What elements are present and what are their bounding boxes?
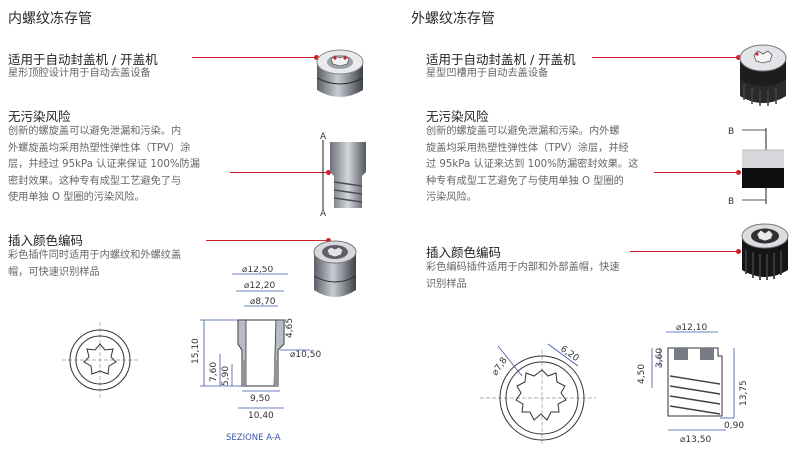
dim-total-height: 13,75 (739, 380, 749, 406)
dim-inner-height: 5,90 (221, 366, 231, 386)
body-line: 星型凹槽用于自动去盖设备 (426, 68, 549, 79)
internal-cap-section-drawing: ⌀12,50 ⌀12,20 ⌀8,70 4,65 ⌀10,50 15,10 7,… (191, 266, 321, 443)
dim-top-height: 4,65 (285, 318, 295, 338)
right-feature-2-title: 无污染风险 (426, 109, 489, 124)
left-section-title: 内螺纹冻存管 (8, 11, 92, 27)
callout-dot (326, 238, 331, 243)
left-feature-2-body: 创新的螺旋盖可以避免泄漏和污染。内 外螺旋盖均采用热塑性弹性体（TPV）涂 层，… (8, 124, 200, 207)
body-line: 密封效果。这种专有成型工艺避免了与 (8, 175, 182, 187)
dim-recess-depth: 3,60 (655, 348, 665, 368)
section-mark-a-top: A (320, 132, 327, 142)
right-feature-3-title: 插入颜色编码 (426, 245, 502, 260)
body-line: 创新的螺旋盖可以避免泄漏和污染。内 (8, 126, 182, 137)
external-thread-cap-top-render (739, 44, 787, 106)
body-line: 识别样品 (426, 278, 467, 290)
dim-bottom-od: 10,40 (248, 411, 274, 421)
right-feature-2-body: 创新的螺旋盖可以避免泄漏和污染。内外螺 旋盖均采用热塑性弹性体（TPV）涂层，并… (426, 124, 638, 207)
body-line: 种专有成型工艺避免了与使用单独 O 型圈的 (426, 175, 624, 187)
dim-thread-height: 7,60 (209, 362, 219, 382)
body-line: 层，并经过 95kPa 认证来保证 100%防漏 (8, 159, 200, 170)
callout-dot (736, 249, 741, 254)
left-feature-3-body: 彩色插件同时适用于内螺纹和外螺纹盖 帽，可快速识别样品 (8, 248, 181, 281)
internal-thread-cap-side-render: A A (320, 132, 366, 218)
internal-cap-top-view-drawing (62, 322, 138, 398)
right-feature-1-title: 适用于自动封盖机 / 开盖机 (426, 52, 576, 67)
callout-dot (736, 170, 741, 175)
left-feature-1-title: 适用于自动封盖机 / 开盖机 (8, 52, 158, 67)
internal-thread-cap-color-insert-render (313, 240, 357, 297)
section-mark-b-bottom: B (728, 197, 734, 207)
external-cap-top-view-drawing: ⌀7,8 6,20 (480, 343, 596, 444)
dim-bottom-id: 9,50 (250, 394, 270, 404)
left-feature-2-title: 无污染风险 (8, 109, 71, 124)
body-line: 帽，可快速识别样品 (8, 266, 100, 278)
callout-line (230, 172, 328, 173)
dim-star-od: ⌀8,70 (250, 297, 276, 307)
section-mark-a-bottom: A (320, 209, 327, 218)
dim-insert-height: 4,50 (637, 364, 647, 384)
dim-thread-od: ⌀10,50 (290, 350, 321, 360)
section-mark-b-top: B (728, 127, 734, 137)
right-feature-3-body: 彩色编码插件适用于内部和外部盖帽，快速 识别样品 (426, 260, 620, 293)
callout-dot (736, 55, 741, 60)
internal-thread-cap-top-render (316, 49, 364, 97)
dim-bottom-diameter: ⌀13,50 (680, 435, 711, 445)
dim-top-diameter: ⌀12,10 (676, 323, 707, 333)
external-cap-side-drawing: ⌀12,10 4,50 3,60 13,75 0,90 ⌀13,50 (637, 323, 749, 445)
callout-dot (326, 170, 331, 175)
dim-cap-id: ⌀12,20 (244, 281, 275, 291)
callout-line (192, 57, 317, 58)
section-label: SEZIONE A-A (226, 433, 281, 443)
left-feature-3-title: 插入颜色编码 (8, 233, 84, 248)
callout-line (206, 240, 328, 241)
body-line: 使用单独 O 型圈的污染风险。 (8, 192, 145, 203)
external-thread-cap-side-render: B B (728, 127, 784, 207)
body-line: 彩色编码插件适用于内部和外部盖帽，快速 (426, 262, 620, 273)
dim-cap-od: ⌀12,50 (242, 266, 273, 275)
body-line: 过 95kPa 认证来达到 100%防漏密封效果。这 (426, 159, 639, 170)
dim-bottom-gap: 0,90 (724, 421, 744, 431)
body-line: 彩色插件同时适用于内螺纹和外螺纹盖 (8, 250, 182, 261)
right-feature-1-body: 星型凹槽用于自动去盖设备 (426, 66, 548, 83)
dim-total-height: 15,10 (191, 338, 201, 364)
right-section-title: 外螺纹冻存管 (411, 11, 495, 27)
body-line: 星形顶腔设计用于自动去盖设备 (8, 68, 151, 79)
external-thread-cap-color-insert-render (741, 223, 789, 280)
callout-dot (314, 55, 319, 60)
left-feature-1-body: 星形顶腔设计用于自动去盖设备 (8, 66, 151, 83)
body-line: 污染风险。 (426, 192, 477, 203)
body-line: 创新的螺旋盖可以避免泄漏和污染。内外螺 (426, 126, 620, 137)
body-line: 旋盖均采用热塑性弹性体（TPV）涂层，并经 (426, 142, 629, 154)
callout-line (630, 251, 738, 252)
callout-line (654, 172, 738, 173)
callout-line (592, 57, 738, 58)
body-line: 外螺旋盖均采用热塑性弹性体（TPV）涂 (8, 142, 191, 154)
